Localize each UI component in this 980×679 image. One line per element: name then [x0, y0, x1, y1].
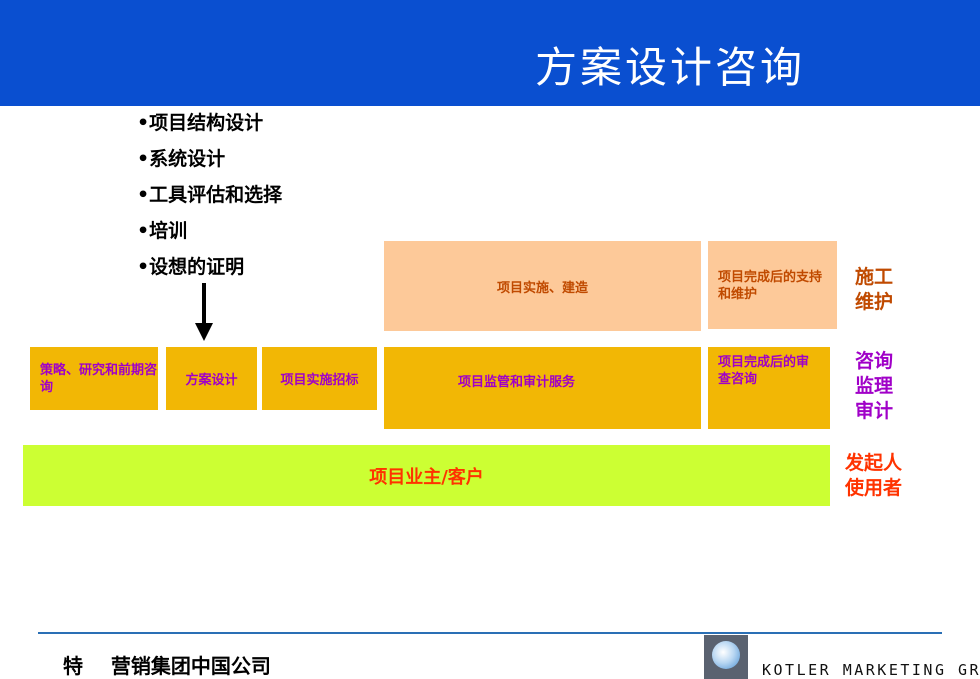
box-solution-design: 方案设计	[166, 347, 257, 410]
box-tender: 项目实施招标	[262, 347, 377, 410]
bullet-item: •项目结构设计	[137, 112, 264, 134]
box-post-review: 项目完成后的审查咨询	[708, 347, 830, 429]
box-implementation-build: 项目实施、建造	[384, 241, 701, 331]
down-arrow-icon	[195, 323, 213, 341]
box-post-support: 项目完成后的支持和维护	[708, 241, 837, 329]
bullet-list: •项目结构设计 •系统设计 •工具评估和选择 •培训 •设想的证明	[137, 110, 282, 290]
side-label-line: 维护	[855, 291, 894, 313]
down-arrow-shaft	[202, 283, 206, 325]
box-supervision-audit: 项目监管和审计服务	[384, 347, 701, 429]
header-banner: 方案设计咨询	[0, 0, 980, 106]
box-owner-client: 项目业主/客户	[23, 445, 830, 506]
footer-divider	[38, 632, 942, 634]
side-label-line: 监理	[855, 375, 894, 397]
side-label-initiator: 发起人 使用者	[845, 451, 902, 501]
bullet-item: •设想的证明	[137, 256, 245, 278]
side-label-line: 审计	[855, 400, 894, 422]
footer-company-name: 特 营销集团中国公司	[63, 654, 271, 678]
bullet-item: •工具评估和选择	[137, 184, 283, 206]
logo-circle-icon	[712, 641, 740, 669]
side-label-consult: 咨询 监理 审计	[855, 349, 893, 424]
side-label-line: 施工	[855, 266, 894, 288]
side-label-line: 发起人	[845, 452, 903, 474]
side-label-line: 咨询	[855, 350, 894, 372]
side-label-build: 施工 维护	[855, 265, 893, 315]
box-strategy: 策略、研究和前期咨询	[30, 347, 158, 410]
logo-icon	[704, 635, 748, 679]
bullet-item: •培训	[137, 220, 188, 242]
page-title: 方案设计咨询	[535, 43, 806, 92]
bullet-item: •系统设计	[137, 148, 226, 170]
side-label-line: 使用者	[845, 477, 903, 499]
logo-text: KOTLER MARKETING GROUP	[762, 661, 980, 679]
